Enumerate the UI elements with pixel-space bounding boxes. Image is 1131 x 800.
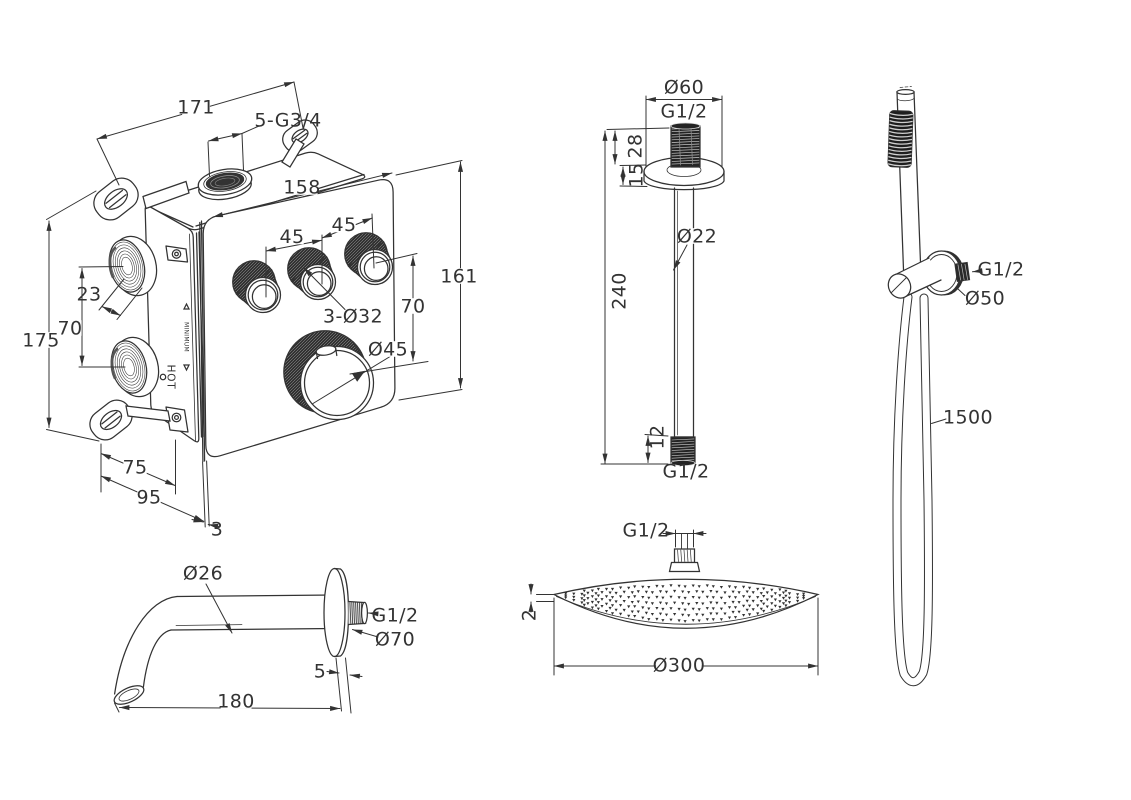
dim-plate-thickness: 3: [211, 519, 224, 541]
ceiling-arm-drawing: [600, 95, 725, 466]
valve-temperature-knob: [283, 330, 375, 421]
dim-knob-rows-offset: 70: [401, 296, 426, 318]
valve-screw-tabs: [165, 245, 189, 433]
hand-shower-drawing: [887, 86, 983, 687]
dim-body-width: 171: [177, 97, 214, 119]
dim-arm-top-thread: G1/2: [661, 101, 708, 123]
mixer-valve-drawing: [25, 81, 473, 529]
dim-side-ports-spacing: 70: [58, 318, 83, 340]
arm-bottom-thread: [670, 436, 696, 466]
dim-plate-width: 158: [283, 177, 320, 199]
dim-spout-projection: 180: [217, 691, 254, 713]
text-hot-marking: HOT: [164, 365, 176, 390]
dim-arm-bottom-thread-length: 12: [647, 425, 669, 450]
spout-wall-flange: [323, 567, 369, 658]
dim-knob-spacing-a: 45: [280, 226, 305, 248]
hand-shower-hose: [892, 292, 933, 687]
wall-bracket: [887, 250, 971, 299]
dim-head-rim-thickness: 2: [519, 609, 541, 622]
dim-spout-flange-thickness: 5: [314, 661, 327, 683]
dim-depth-overall: 95: [137, 487, 162, 509]
dim-connections: 5-G3/4: [254, 110, 321, 132]
dim-plate-height: 161: [440, 266, 477, 288]
arm-top-thread: [670, 122, 701, 168]
dim-arm-top-thread-length: 28: [625, 134, 647, 159]
hand-shower-wand: [887, 86, 922, 279]
dim-volume-knobs-diameter: 3-Ø32: [323, 306, 383, 328]
dim-arm-length: 240: [609, 272, 631, 309]
spout-drawing: [113, 567, 379, 714]
dim-arm-flange-diameter: Ø60: [664, 77, 704, 99]
valve-side-inlets: [108, 235, 160, 398]
dim-hose-length: 1500: [943, 407, 993, 429]
dim-head-diameter: Ø300: [653, 655, 706, 677]
dim-hand-escutcheon-diameter: Ø50: [965, 288, 1005, 310]
dim-spout-pipe-diameter: Ø26: [183, 563, 223, 585]
dim-knob-spacing-b: 45: [332, 214, 357, 236]
dim-spout-flange-diameter: Ø70: [375, 629, 415, 651]
dim-spout-thread: G1/2: [372, 605, 419, 627]
dim-depth-body: 75: [123, 457, 148, 479]
dim-body-height: 175: [22, 330, 59, 352]
head-connector: [668, 533, 701, 573]
spout-tube: [113, 594, 335, 705]
dim-temp-knob-diameter: Ø45: [368, 339, 408, 361]
text-minimum-marking: MINIMUM: [182, 322, 189, 352]
shower-head-drawing: [528, 529, 820, 676]
dim-hand-outlet-thread: G1/2: [978, 259, 1025, 281]
dim-arm-pipe-diameter: Ø22: [677, 226, 717, 248]
dim-arm-flange-height: 15: [626, 163, 648, 188]
dim-head-thread: G1/2: [623, 520, 670, 542]
dim-side-port-offset: 23: [77, 284, 102, 306]
dim-arm-bottom-thread: G1/2: [663, 461, 710, 483]
